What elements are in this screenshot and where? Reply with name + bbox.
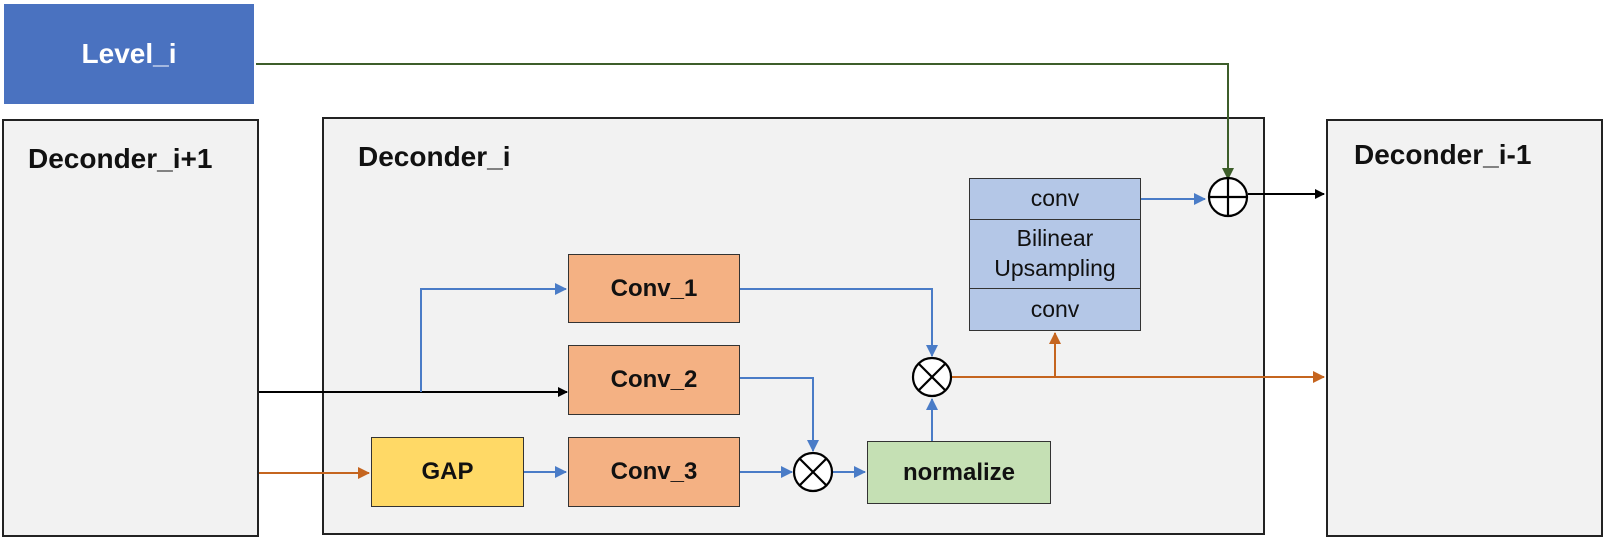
upsampling-bilinear-label: Bilinear Upsampling <box>994 225 1116 281</box>
level-to-add-arrow <box>256 63 1234 180</box>
conv1-to-mult-arrow <box>740 288 938 357</box>
upsampling-block: conv Bilinear Upsampling conv <box>969 178 1141 331</box>
level-block: Level_i <box>4 4 254 104</box>
conv2-label: Conv_2 <box>610 366 698 393</box>
upsampling-conv-bottom: conv <box>970 289 1140 330</box>
gap-label: GAP <box>421 458 474 485</box>
decoder-next-panel: Deconder_i-1 <box>1326 119 1603 537</box>
upsampling-conv-top: conv <box>970 179 1140 220</box>
decoder-prev-title: Deconder_i+1 <box>28 143 213 174</box>
conv3-label: Conv_3 <box>610 458 698 485</box>
decoder-cur-title: Deconder_i <box>358 141 511 172</box>
upsampling-bilinear: Bilinear Upsampling <box>970 220 1140 289</box>
conv1-block: Conv_1 <box>568 254 740 323</box>
normalize-label: normalize <box>902 458 1016 486</box>
decoder-next-title: Deconder_i-1 <box>1354 139 1532 170</box>
conv1-label: Conv_1 <box>610 274 698 302</box>
level-label: Level_i <box>81 38 177 69</box>
conv2-to-mult-arrow <box>740 377 819 452</box>
input-to-conv1-arrow <box>420 283 567 392</box>
upsampling-conv-top-label: conv <box>1030 185 1080 212</box>
conv2-block: Conv_2 <box>568 345 740 415</box>
gap-block: GAP <box>371 437 524 507</box>
decoder-prev-panel: Deconder_i+1 <box>2 119 259 537</box>
multiply-operator-bottom <box>792 451 834 493</box>
multiply-operator-top <box>911 356 953 398</box>
add-operator <box>1207 176 1249 218</box>
conv3-block: Conv_3 <box>568 437 740 507</box>
upsampling-conv-bottom-label: conv <box>1030 295 1080 322</box>
normalize-block: normalize <box>867 441 1051 504</box>
